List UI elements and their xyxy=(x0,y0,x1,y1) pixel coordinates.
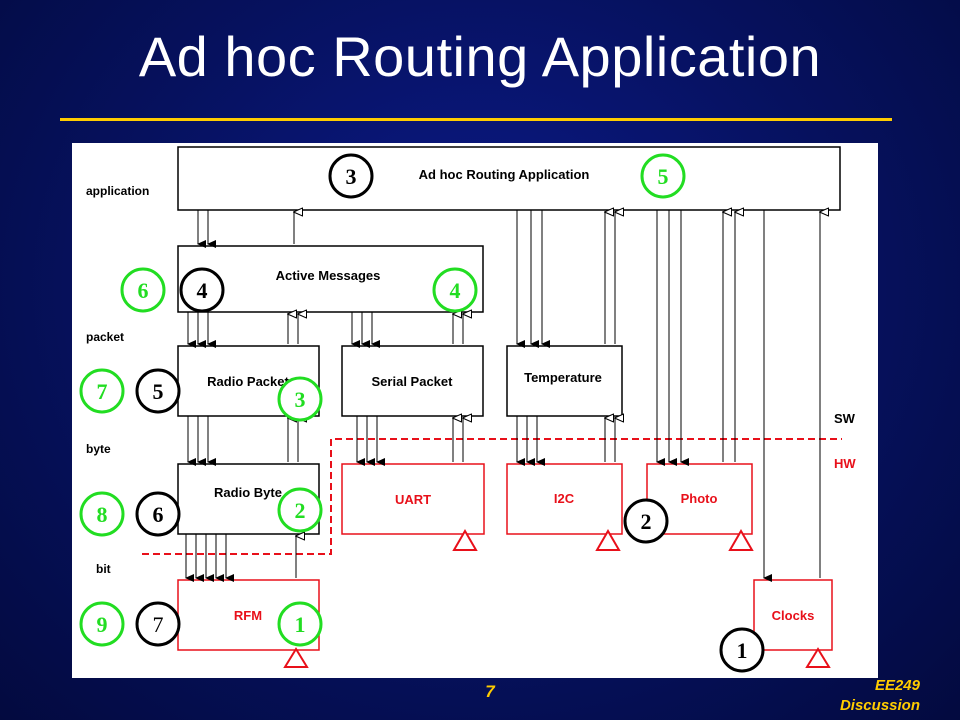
green-marker-1: 1 xyxy=(277,601,323,647)
architecture-diagram: application packet byte bit SW HW xyxy=(72,143,878,678)
layer-label-packet: packet xyxy=(86,330,124,344)
temperature-label: Temperature xyxy=(524,370,602,385)
radio-packet-label: Radio Packet xyxy=(207,374,289,389)
app-label: Ad hoc Routing Application xyxy=(419,167,590,182)
photo-label: Photo xyxy=(681,491,718,506)
black-marker-3: 3 xyxy=(328,153,374,199)
green-marker-3: 3 xyxy=(277,376,323,422)
svg-text:4: 4 xyxy=(197,278,208,303)
black-marker-5: 5 xyxy=(135,368,181,414)
layer-label-byte: byte xyxy=(86,442,111,456)
black-marker-6: 6 xyxy=(135,491,181,537)
active-messages-label: Active Messages xyxy=(276,268,381,283)
svg-text:5: 5 xyxy=(153,379,164,404)
clocks-label: Clocks xyxy=(772,608,815,623)
black-marker-2: 2 xyxy=(623,498,669,544)
uart-box xyxy=(341,463,485,535)
title-underline xyxy=(60,118,892,121)
domain-label-hw: HW xyxy=(834,456,856,471)
svg-text:9: 9 xyxy=(97,612,108,637)
domain-label-sw: SW xyxy=(834,411,856,426)
svg-text:6: 6 xyxy=(138,278,149,303)
svg-text:2: 2 xyxy=(641,509,652,534)
svg-text:1: 1 xyxy=(737,638,748,663)
sw-hw-boundary xyxy=(142,438,842,555)
app-box xyxy=(177,146,841,211)
green-markers: 5 6 4 7 3 8 2 xyxy=(79,153,686,647)
uart-label: UART xyxy=(395,492,431,507)
course-label: EE249 Discussion xyxy=(840,676,920,716)
radio-byte-label: Radio Byte xyxy=(214,485,282,500)
serial-packet-box xyxy=(341,345,484,417)
svg-text:5: 5 xyxy=(658,164,669,189)
i2c-box xyxy=(506,463,623,535)
temperature-box xyxy=(506,345,623,417)
svg-text:3: 3 xyxy=(295,387,306,412)
course-code: EE249 xyxy=(874,677,920,694)
black-marker-7: 7 xyxy=(135,601,181,647)
green-marker-4: 4 xyxy=(432,267,478,313)
svg-text:3: 3 xyxy=(346,164,357,189)
green-marker-6: 6 xyxy=(120,267,166,313)
active-messages-box xyxy=(177,245,484,313)
serial-packet-label: Serial Packet xyxy=(372,374,454,389)
svg-text:7: 7 xyxy=(97,379,108,404)
interrupt-triangles xyxy=(283,529,831,668)
svg-text:8: 8 xyxy=(97,502,108,527)
connector-arrows xyxy=(185,210,820,582)
clocks-box xyxy=(753,579,833,651)
layer-label-application: application xyxy=(86,184,149,198)
course-session: Discussion xyxy=(839,697,920,714)
svg-text:1: 1 xyxy=(295,612,306,637)
slide-title: Ad hoc Routing Application xyxy=(138,25,822,88)
green-marker-5: 5 xyxy=(640,153,686,199)
layer-label-bit: bit xyxy=(96,562,111,576)
green-marker-7: 7 xyxy=(79,368,125,414)
svg-text:4: 4 xyxy=(450,278,461,303)
black-marker-4: 4 xyxy=(179,267,225,313)
svg-text:2: 2 xyxy=(295,498,306,523)
green-marker-2: 2 xyxy=(277,487,323,533)
i2c-label: I2C xyxy=(554,491,575,506)
black-markers: 3 4 5 6 7 2 1 xyxy=(135,153,765,673)
rfm-label: RFM xyxy=(234,608,262,623)
svg-text:6: 6 xyxy=(153,502,164,527)
svg-text:7: 7 xyxy=(153,612,164,637)
green-marker-8: 8 xyxy=(79,491,125,537)
green-marker-9: 9 xyxy=(79,601,125,647)
black-marker-1: 1 xyxy=(719,627,765,673)
page-number: 7 xyxy=(485,682,495,701)
